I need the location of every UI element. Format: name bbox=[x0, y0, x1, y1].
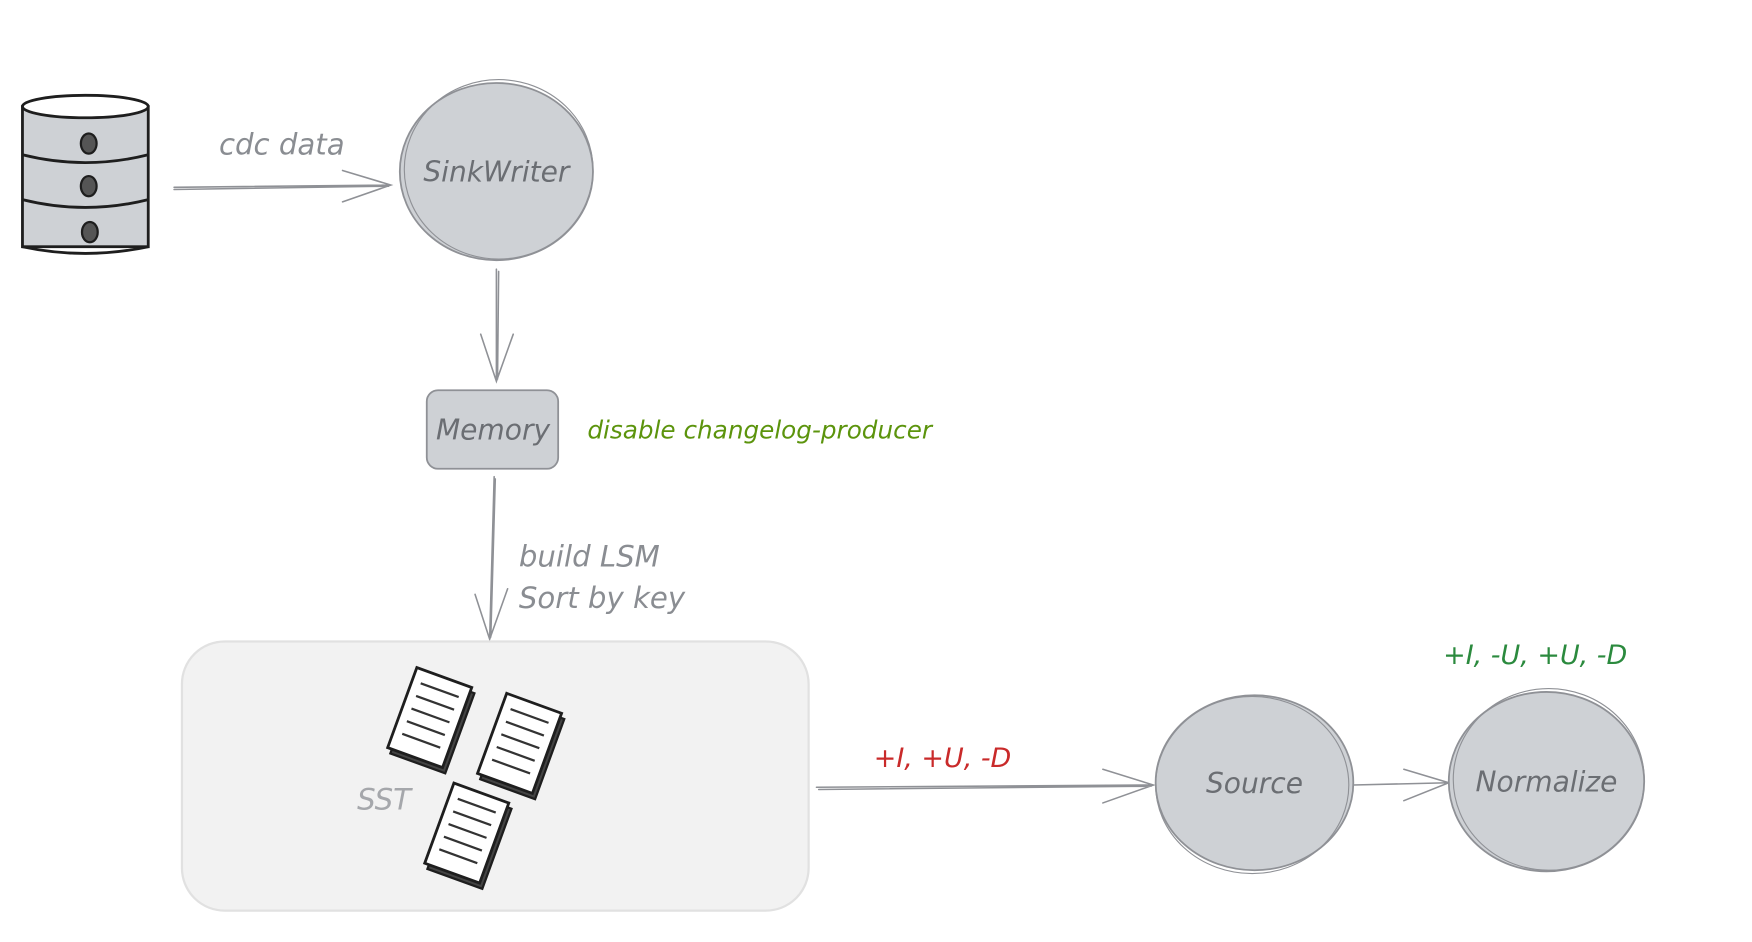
normalize-label: Normalize bbox=[1476, 766, 1618, 799]
memory-node[interactable]: Memory bbox=[425, 389, 560, 470]
database-icon bbox=[21, 93, 150, 255]
sinkwriter-label: SinkWriter bbox=[423, 156, 571, 189]
source-changes-label: +I, +U, -D bbox=[874, 743, 1012, 774]
normalize-node[interactable]: Normalize bbox=[1447, 687, 1646, 873]
sst-source-arrow bbox=[815, 768, 1156, 804]
cdc-data-label: cdc data bbox=[219, 128, 345, 162]
source-normalize-arrow bbox=[1352, 768, 1452, 802]
sst-label: SST bbox=[357, 783, 413, 817]
memory-label: Memory bbox=[436, 414, 551, 447]
disable-changelog-note: disable changelog-producer bbox=[587, 415, 934, 444]
build-lsm-label: build LSM bbox=[519, 539, 660, 573]
sinkwriter-memory-arrow bbox=[479, 268, 515, 384]
sinkwriter-node[interactable]: SinkWriter bbox=[398, 79, 594, 262]
document-stack-icon bbox=[385, 665, 566, 891]
sort-by-key-label: Sort by key bbox=[519, 581, 686, 615]
sst-container[interactable]: SST bbox=[180, 640, 810, 912]
memory-sst-arrow bbox=[474, 475, 509, 642]
source-label: Source bbox=[1206, 767, 1303, 800]
source-node[interactable]: Source bbox=[1154, 694, 1355, 875]
normalize-changes-label: +I, -U, +U, -D bbox=[1443, 640, 1627, 671]
cdc-arrow bbox=[173, 169, 394, 203]
